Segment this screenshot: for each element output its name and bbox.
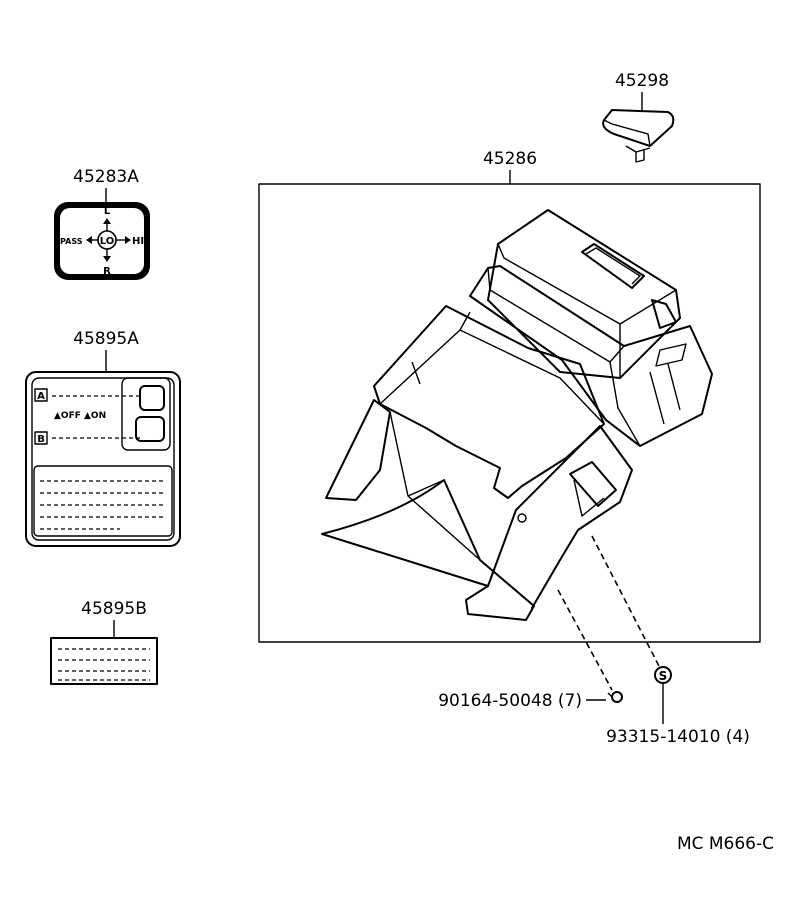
upper-shroud-edge [497,243,677,325]
lower-skirt-folds [389,411,481,561]
lower-skirt-boss [569,461,617,507]
middle-shroud [469,265,713,447]
dimmer-arrow-up [103,218,111,224]
cap-tab [625,145,651,163]
part-number-45895A: 45895A [73,329,139,349]
upper-shroud-slot [581,243,645,289]
label-45283A: 45283A L LO PASS HI R [54,167,150,280]
part-number-45283A: 45283A [73,167,139,187]
switch-a [139,385,165,411]
upper-shroud [487,209,681,379]
dimmer-arrow-left [86,236,92,244]
lower-shroud-ribs [411,311,471,385]
screw-head [611,691,623,703]
dimmer-lo-text: LO [100,236,115,247]
mark-b-box [34,431,48,445]
dimmer-hi-text: HI [132,236,144,247]
switch-panel [121,377,171,451]
mark-b-text: B [37,434,45,445]
diagram-code: MC M666-C [677,834,774,854]
mark-a-text: A [37,391,45,402]
lower-skirt-left [325,399,391,501]
middle-shroud-corner [609,361,641,447]
switch-b [135,416,165,442]
middle-shroud-ribs [649,363,681,425]
label-45895A: 45895A A ▲OFF ▲ON B [25,329,181,547]
screw-s-mark: S [659,669,668,683]
upper-shroud-tab [651,299,677,329]
dimmer-arrow-down [103,256,111,262]
dimmer-l-text: L [104,206,111,217]
label-45895B: 45895B [50,599,158,685]
middle-shroud-edge [487,267,625,363]
label-45895B-box [50,637,158,685]
dimmer-r-text: R [103,266,111,277]
part-45286-cover: 45286 [258,149,761,643]
cap-edge [603,119,651,147]
dimmer-arrow-right [125,236,131,244]
part-45298-cap: 45298 [602,71,675,163]
screw-93315-14010: S 93315-14010 (4) [606,666,750,747]
mark-a-box [34,388,48,402]
lower-skirt-hole [517,513,527,523]
screw-leader-93315 [591,535,661,669]
middle-shroud-tab [655,343,687,367]
lower-skirt-right [487,425,633,609]
off-on-text: ▲OFF ▲ON [54,411,106,421]
part-number-45298: 45298 [615,71,669,91]
part-number-45895B: 45895B [81,599,147,619]
label-45895A-inner [31,377,175,541]
cap-body [602,109,675,147]
caution-text-block [33,465,173,537]
part-number-93315-14010: 93315-14010 (4) [606,727,750,747]
screw-90164-50048: 90164-50048 (7) [438,691,623,711]
label-45895A-outer [25,371,181,547]
part-number-45286: 45286 [483,149,537,169]
upper-shroud-slot-inner [585,247,641,285]
lower-skirt-bottom [321,479,535,621]
part-number-90164-50048: 90164-50048 (7) [438,691,582,711]
lower-shroud-top-edge [379,329,605,425]
lower-shroud-top [373,305,605,499]
lower-skirt-boss-edge [573,479,605,517]
screw-leader-90164 [557,589,613,691]
screw-tip [607,692,613,698]
assembly-frame [258,183,761,643]
dimmer-pass-text: PASS [60,237,83,246]
